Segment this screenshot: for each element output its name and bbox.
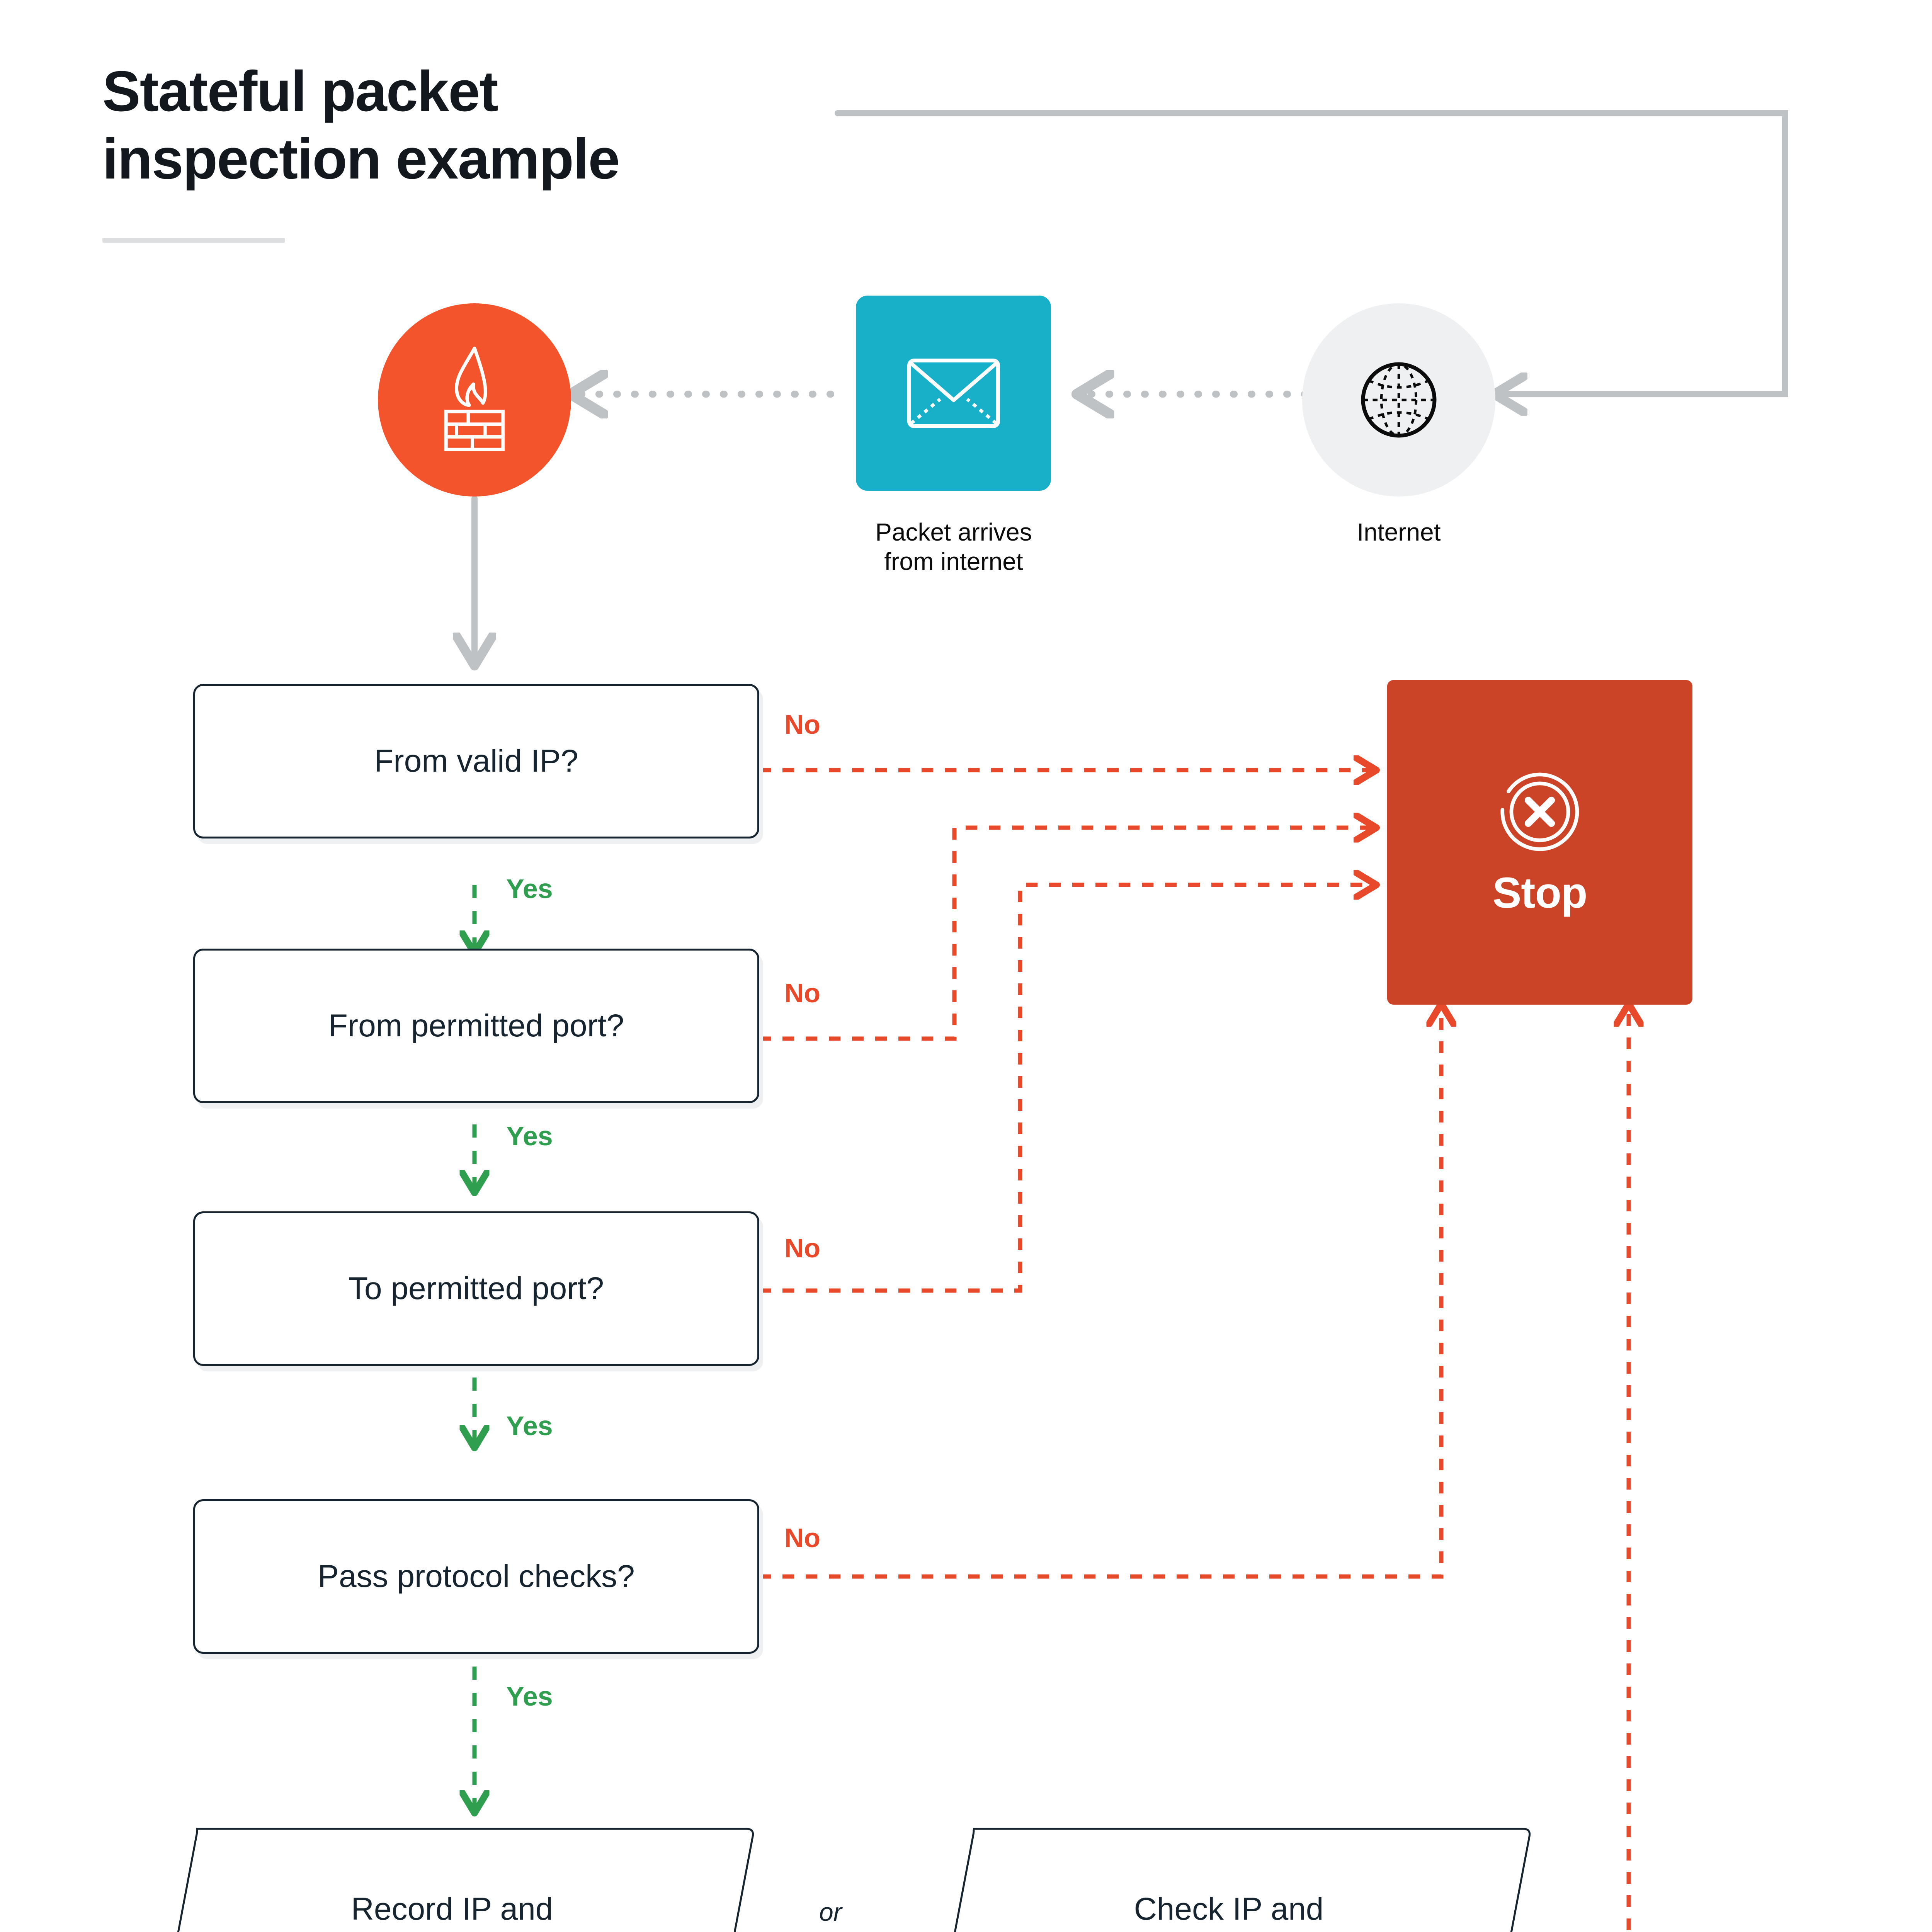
node-pass-protocol-checks[interactable]: Pass protocol checks? [193, 1499, 759, 1654]
globe-icon [1361, 362, 1437, 438]
packet-arrives-caption: Packet arrives from internet [875, 518, 1032, 575]
firewall-icon [378, 303, 571, 497]
node-from-valid-ip[interactable]: From valid IP? [193, 684, 759, 838]
node-from-permitted-port[interactable]: From permitted port? [193, 949, 759, 1103]
flame-brickwall-icon [444, 347, 505, 451]
packet-arrives-icon [856, 296, 1051, 491]
node-to-permitted-port[interactable]: To permitted port? [193, 1211, 759, 1366]
edge-label-no-protocol: No [784, 1523, 821, 1553]
node-pass-protocol-checks-label: Pass protocol checks? [318, 1558, 635, 1594]
node-to-permitted-port-label: To permitted port? [349, 1270, 604, 1306]
edge-label-no-to-port: No [784, 1233, 821, 1263]
edge-no-from-port [759, 828, 1376, 1041]
node-check-ip-syn-ack[interactable]: Check IP and SYN/ACK against data in con… [923, 1822, 1534, 1932]
edge-no-to-port [759, 885, 1376, 1293]
node-stop-label: Stop [1492, 868, 1588, 917]
node-record-ip-syn-ack[interactable]: Record IP and SYN/ACK data in connection… [147, 1822, 757, 1932]
parallelogram-shape [177, 1828, 754, 1932]
node-stop[interactable]: Stop [1387, 680, 1692, 1005]
page-title-line-2: inspection example [102, 127, 620, 191]
edge-return-to-internet [835, 110, 1788, 394]
edge-label-yes-to-port: Yes [506, 1411, 553, 1441]
page-title-line-1: Stateful packet [102, 60, 498, 123]
node-from-valid-ip-label: From valid IP? [374, 743, 578, 779]
page-title: Stateful packet inspection example [102, 58, 798, 193]
edge-label-or: or [819, 1898, 842, 1926]
edge-label-yes-valid-ip: Yes [506, 874, 553, 904]
node-check-ip-syn-ack-label: Check IP and SYN/ACK against data in con… [1134, 1891, 1324, 1927]
parallelogram-shape [954, 1828, 1531, 1932]
envelope-icon [907, 358, 1000, 428]
edge-no-match [1115, 1005, 1629, 1932]
edge-label-no-from-port: No [784, 978, 821, 1008]
circle-x-icon [1500, 772, 1579, 851]
edge-label-yes-from-port: Yes [506, 1121, 553, 1151]
edge-label-no-valid-ip: No [784, 709, 821, 740]
internet-caption: Internet [1357, 518, 1441, 546]
node-record-ip-syn-ack-label: Record IP and SYN/ACK data in connection… [351, 1891, 553, 1927]
title-underline-rule [102, 238, 285, 243]
edge-no-protocol [759, 1005, 1441, 1579]
edge-label-yes-protocol: Yes [506, 1681, 553, 1711]
node-from-permitted-port-label: From permitted port? [328, 1008, 624, 1043]
internet-icon [1302, 303, 1495, 497]
